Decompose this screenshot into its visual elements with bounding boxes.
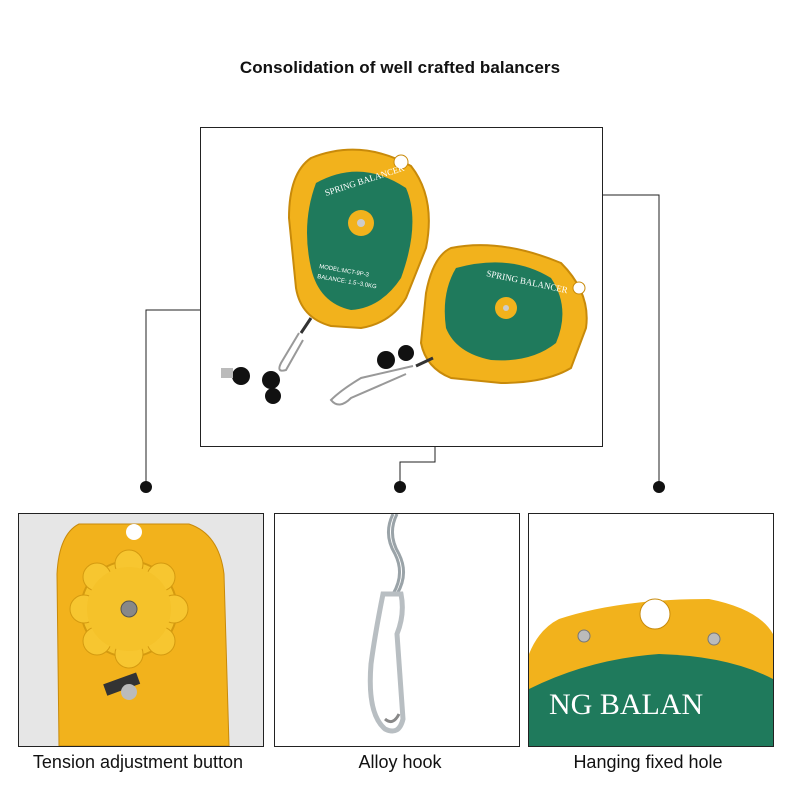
detail-panel-hook (274, 513, 520, 747)
caption-hole: Hanging fixed hole (573, 752, 723, 772)
detail-panel-tension (18, 513, 264, 747)
tension-knob-closeup (19, 514, 263, 746)
spring-balancer-pair-illustration: SPRING BALANCER MODEL:MCT-9P-3 BALANCE: … (221, 148, 588, 406)
product-photo-frame: SPRING BALANCER MODEL:MCT-9P-3 BALANCE: … (200, 127, 603, 447)
callout-dot-tension (140, 481, 152, 493)
balancer-left: SPRING BALANCER MODEL:MCT-9P-3 BALANCE: … (221, 148, 430, 404)
alloy-hook-closeup (275, 514, 519, 746)
hanging-hole-closeup: NG BALAN (529, 514, 773, 746)
caption-hook: Alloy hook (358, 752, 442, 772)
callout-dot-hole (653, 481, 665, 493)
page-title: Consolidation of well crafted balancers (239, 58, 561, 77)
balancer-right: SPRING BALANCER (329, 244, 588, 406)
caption-tension: Tension adjustment button (32, 752, 244, 772)
detail-panel-hole: NG BALAN (528, 513, 774, 747)
callout-dot-hook (394, 481, 406, 493)
closeup-label-text: NG BALAN (549, 688, 703, 721)
